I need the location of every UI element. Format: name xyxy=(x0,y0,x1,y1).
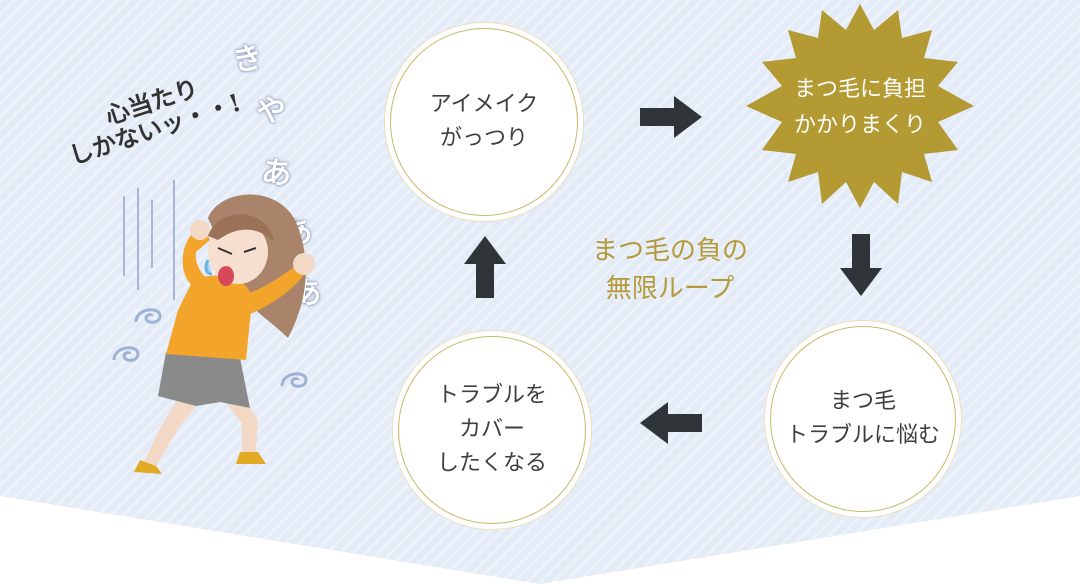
arrow-down-icon xyxy=(840,234,882,296)
cycle-step-cover-up: トラブルを カバー したくなる xyxy=(398,336,586,524)
step-text: まつ毛に負担 xyxy=(793,77,926,102)
step-text: トラブルを xyxy=(436,383,547,408)
dust-swirl-icon xyxy=(280,372,308,388)
step-text: トラブルに悩む xyxy=(785,423,940,448)
cycle-step-lash-stress: まつ毛に負担 かかりまくり xyxy=(738,72,982,144)
center-label-line: 無限ループ xyxy=(605,274,735,304)
center-label-line: まつ毛の負の xyxy=(591,236,748,266)
step-text: アイメイク xyxy=(429,92,539,117)
panicked-woman-illustration xyxy=(123,180,315,474)
step-text: カバー xyxy=(458,417,525,442)
arrow-right-icon xyxy=(640,96,702,138)
scream-char-2: や xyxy=(254,92,289,131)
step-text: まつ毛 xyxy=(829,389,896,414)
dust-swirl-icon xyxy=(134,308,162,324)
arrow-left-icon xyxy=(640,402,702,444)
burst-shape xyxy=(746,4,974,208)
infinite-loop-label: まつ毛の負の 無限ループ xyxy=(560,232,780,308)
step-text: がっつり xyxy=(439,126,528,151)
step-text: かかりまくり xyxy=(793,113,926,138)
arrow-up-icon xyxy=(464,236,506,298)
cycle-step-lash-trouble: まつ毛 トラブルに悩む xyxy=(770,326,956,512)
step-text: したくなる xyxy=(436,451,547,476)
cycle-step-eye-makeup: アイメイク がっつり xyxy=(390,28,578,216)
dust-swirl-icon xyxy=(112,346,140,362)
